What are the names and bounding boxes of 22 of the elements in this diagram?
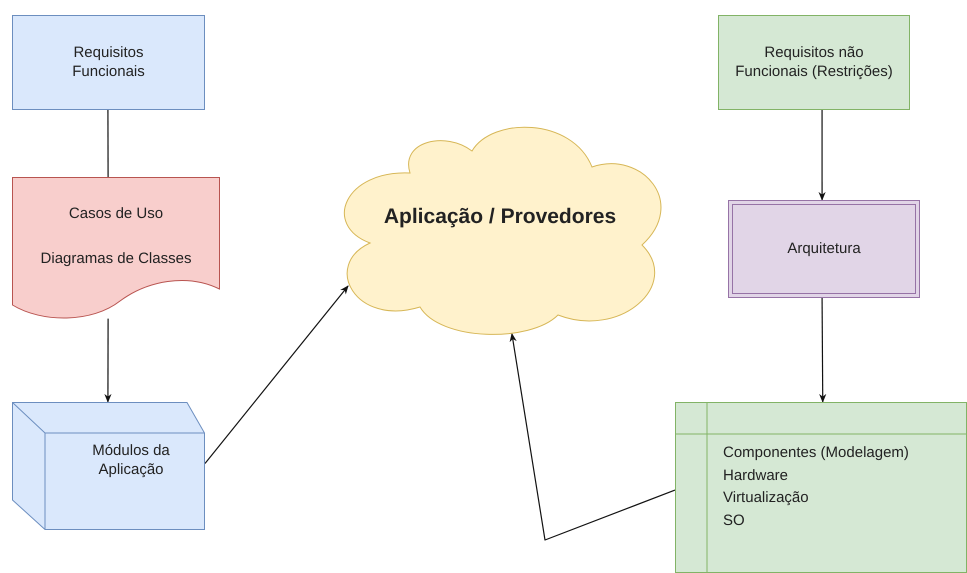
internal-storage-shape [675, 402, 967, 573]
node-label: SO [723, 510, 745, 530]
document-shape [12, 177, 220, 320]
arrow [204, 285, 349, 464]
double-border-box [728, 200, 920, 298]
node-label: Módulos da Aplicação [91, 442, 171, 480]
arrow [510, 332, 676, 541]
node-label: Virtualização [723, 488, 809, 508]
node-label: Componentes (Modelagem) [723, 443, 909, 463]
arrow [818, 110, 826, 201]
node-label: Requisitos não Funcionais (Restrições) [734, 44, 894, 82]
node-label: Requisitos Funcionais [71, 44, 146, 82]
node-label: Arquitetura [787, 240, 861, 258]
process-box [12, 15, 205, 110]
cube-shape [12, 402, 205, 530]
process-box [718, 15, 910, 110]
arrow [819, 298, 826, 403]
node-label: Diagramas de Classes [40, 250, 192, 268]
node-label: Casos de Uso [68, 204, 164, 224]
node-label: Aplicação / Provedores [384, 204, 616, 230]
node-label: Hardware [723, 466, 788, 486]
arrow [104, 318, 112, 403]
